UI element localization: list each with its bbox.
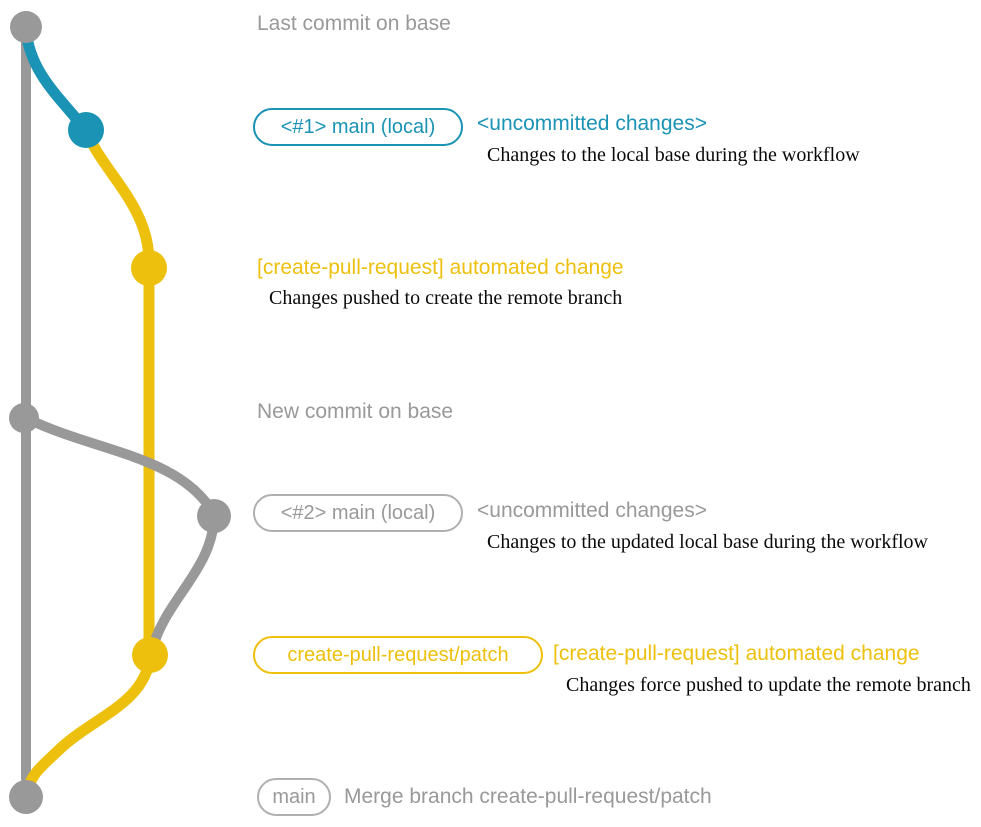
description-updated-local-base-changes: Changes to the updated local base during…	[487, 531, 928, 553]
description-force-pushed-update-remote-branch: Changes force pushed to update the remot…	[566, 674, 971, 696]
commit-dot-local-2	[197, 499, 231, 533]
branch-badge-main-local-1: <#1> main (local)	[253, 108, 463, 146]
branch-badge-create-pull-request-patch: create-pull-request/patch	[253, 636, 543, 674]
branch-badge-main-label: main	[272, 785, 316, 808]
remote-branch-yellow-curve-top	[80, 127, 155, 263]
commit-dot-automated-change-1	[131, 250, 167, 286]
commit-dot-last-commit-on-base	[10, 11, 42, 43]
branch-badge-main: main	[257, 778, 331, 816]
commit-dot-automated-change-2	[132, 637, 168, 673]
branch-badge-create-pull-request-patch-label: create-pull-request/patch	[287, 643, 509, 666]
branch-badge-main-local-1-label: <#1> main (local)	[280, 115, 436, 138]
label-last-commit-on-base: Last commit on base	[257, 12, 451, 35]
commit-dot-merge	[9, 780, 43, 814]
branch-badge-main-local-2-label: <#2> main (local)	[280, 501, 436, 524]
rebase-gray-curve-out	[23, 413, 219, 517]
description-local-base-changes-1: Changes to the local base during the wor…	[487, 144, 860, 166]
commit-message-merge-branch: Merge branch create-pull-request/patch	[344, 785, 712, 808]
merge-yellow-curve	[21, 655, 156, 797]
commit-message-automated-change-1: [create-pull-request] automated change	[257, 256, 624, 279]
branch-badge-main-local-2: <#2> main (local)	[253, 494, 463, 532]
status-uncommitted-changes-2: <uncommitted changes>	[477, 499, 707, 522]
label-new-commit-on-base: New commit on base	[257, 400, 454, 423]
rebase-gray-curve-in	[147, 517, 219, 652]
status-uncommitted-changes-1: <uncommitted changes>	[477, 112, 707, 135]
description-pushed-create-remote-branch: Changes pushed to create the remote bran…	[269, 287, 623, 309]
commit-dot-new-commit-on-base	[9, 403, 39, 433]
commit-message-automated-change-2: [create-pull-request] automated change	[553, 642, 920, 665]
git-graph-canvas	[9, 11, 231, 814]
commit-dot-local-1	[68, 112, 104, 148]
